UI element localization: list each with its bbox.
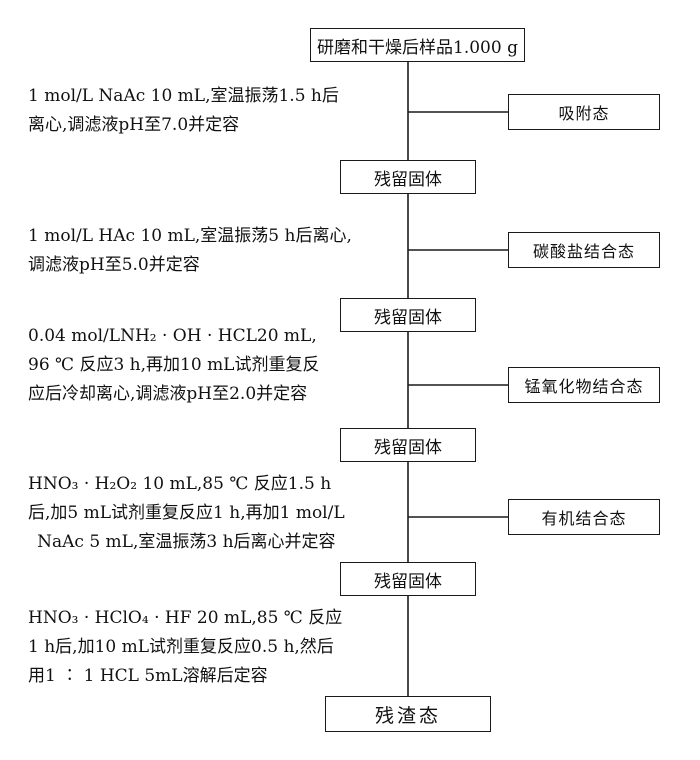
step-5-line-3: 用1 ∶ 1 HCL 5mL溶解后定容 [28, 666, 268, 686]
residue-box-1: 残留固体 [340, 160, 476, 194]
residue-box-4: 残留固体 [340, 562, 476, 596]
fraction-box-carbonate: 碳酸盐结合态 [508, 232, 660, 268]
step-3-line-3: 应后冷却离心,调滤液pH至2.0并定容 [28, 384, 308, 404]
step-text-4: HNO₃ · H₂O₂ 10 mL,85 ℃ 反应1.5 h 后,加5 mL试剂… [28, 470, 345, 557]
residue-label-1: 残留固体 [374, 169, 442, 190]
step-2-line-1: 1 mol/L HAc 10 mL,室温振荡5 h后离心, [28, 226, 352, 246]
step-text-2: 1 mol/L HAc 10 mL,室温振荡5 h后离心, 调滤液pH至5.0并… [28, 222, 352, 280]
step-3-line-1: 0.04 mol/LNH₂ · OH · HCL20 mL, [28, 326, 317, 346]
residue-label-4: 残留固体 [374, 571, 442, 592]
step-text-5: HNO₃ · HClO₄ · HF 20 mL,85 ℃ 反应 1 h后,加10… [28, 604, 342, 691]
step-2-line-2: 调滤液pH至5.0并定容 [28, 255, 200, 275]
step-4-line-1: HNO₃ · H₂O₂ 10 mL,85 ℃ 反应1.5 h [28, 474, 332, 494]
fraction-label-adsorbed: 吸附态 [558, 104, 610, 123]
residue-box-2: 残留固体 [340, 298, 476, 332]
start-sample-label: 研磨和干燥后样品1.000 g [317, 37, 518, 58]
fraction-label-organic: 有机结合态 [541, 509, 627, 528]
final-residual-box: 残渣态 [325, 696, 491, 732]
fraction-box-organic: 有机结合态 [508, 499, 660, 535]
residue-label-3: 残留固体 [374, 437, 442, 458]
fraction-label-mn-oxide: 锰氧化物结合态 [524, 377, 644, 396]
step-5-line-1: HNO₃ · HClO₄ · HF 20 mL,85 ℃ 反应 [28, 608, 343, 628]
step-4-line-3: NaAc 5 mL,室温振荡3 h后离心并定容 [37, 532, 336, 552]
step-5-line-2: 1 h后,加10 mL试剂重复反应0.5 h,然后 [28, 637, 334, 657]
residue-box-3: 残留固体 [340, 428, 476, 462]
start-sample-box: 研磨和干燥后样品1.000 g [310, 28, 525, 62]
fraction-box-adsorbed: 吸附态 [508, 94, 660, 130]
fraction-label-carbonate: 碳酸盐结合态 [532, 242, 635, 261]
step-4-line-2: 后,加5 mL试剂重复反应1 h,再加1 mol/L [28, 503, 345, 523]
residue-label-2: 残留固体 [374, 307, 442, 328]
step-text-3: 0.04 mol/LNH₂ · OH · HCL20 mL, 96 ℃ 反应3 … [28, 322, 319, 409]
final-residual-label: 残渣态 [374, 704, 441, 727]
step-3-line-2: 96 ℃ 反应3 h,再加10 mL试剂重复反 [28, 355, 320, 375]
step-text-1: 1 mol/L NaAc 10 mL,室温振荡1.5 h后 离心,调滤液pH至7… [28, 82, 339, 140]
fraction-box-mn-oxide: 锰氧化物结合态 [508, 367, 660, 403]
step-1-line-2: 离心,调滤液pH至7.0并定容 [28, 115, 240, 135]
step-1-line-1: 1 mol/L NaAc 10 mL,室温振荡1.5 h后 [28, 86, 339, 106]
